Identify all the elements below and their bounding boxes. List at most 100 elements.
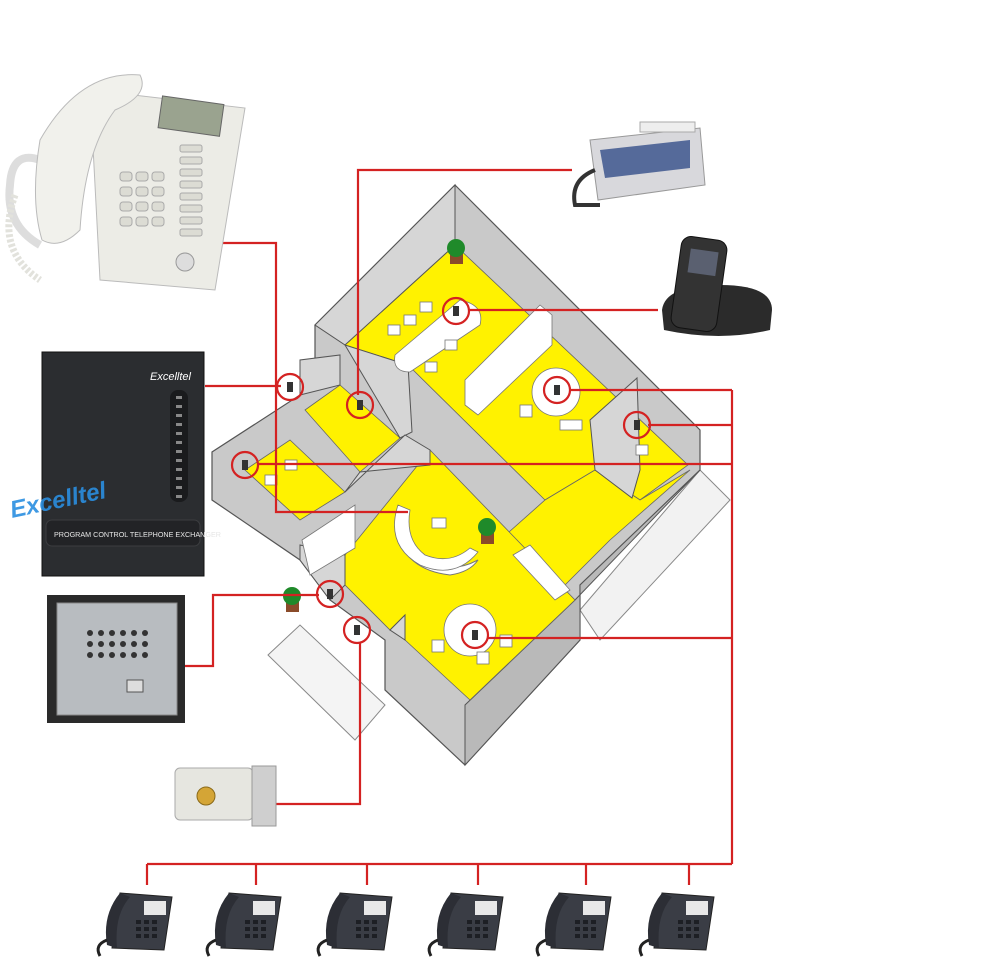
pbx-led bbox=[176, 423, 182, 426]
function-key bbox=[179, 168, 203, 177]
keypad-key bbox=[119, 216, 133, 227]
office-floor-plan bbox=[211, 183, 731, 767]
terrace-tiles bbox=[579, 469, 731, 641]
plant-icon bbox=[478, 518, 496, 544]
plant-icon bbox=[447, 239, 465, 264]
pbx-led bbox=[176, 405, 182, 408]
extension-phone-image bbox=[96, 892, 173, 957]
wire-doorphone bbox=[185, 593, 319, 668]
cordless-phone-image bbox=[662, 236, 772, 336]
device-icon bbox=[354, 625, 360, 635]
extension-phone-image bbox=[316, 892, 393, 957]
device-icon bbox=[634, 420, 640, 430]
device-icon bbox=[472, 630, 478, 640]
connection-point-circle bbox=[230, 450, 260, 480]
extension-phones bbox=[96, 892, 715, 957]
keypad-key bbox=[135, 171, 149, 182]
function-key bbox=[179, 180, 203, 189]
speaker-hole bbox=[87, 630, 93, 636]
pbx-unit-image: Excelltel PROGRAM CONTROL TELEPHONE EXCH… bbox=[8, 351, 221, 577]
device-icon bbox=[357, 400, 363, 410]
cabinet bbox=[301, 504, 356, 576]
device-icon bbox=[554, 385, 560, 395]
function-key bbox=[179, 156, 203, 165]
connection-points bbox=[230, 296, 652, 650]
pbx-led bbox=[176, 414, 182, 417]
keypad-key bbox=[151, 171, 165, 182]
speaker-hole bbox=[109, 641, 115, 647]
device-icon bbox=[287, 382, 293, 392]
device-icon bbox=[242, 460, 248, 470]
keypad-key bbox=[119, 186, 133, 197]
plant-icon bbox=[283, 587, 301, 612]
pbx-panel-label: PROGRAM CONTROL TELEPHONE EXCHANGER bbox=[54, 530, 221, 539]
speaker-hole bbox=[98, 630, 104, 636]
speaker-hole bbox=[131, 630, 137, 636]
connection-point-circle bbox=[345, 390, 375, 420]
handset bbox=[34, 74, 143, 244]
device-icon bbox=[453, 306, 459, 316]
furniture bbox=[264, 299, 649, 665]
keypad-key bbox=[135, 186, 149, 197]
speaker-hole bbox=[98, 641, 104, 647]
speaker-hole bbox=[98, 652, 104, 658]
wire-reception-phone bbox=[213, 241, 408, 514]
keypad-key bbox=[119, 201, 133, 212]
meeting-table bbox=[394, 299, 482, 373]
function-key bbox=[179, 192, 203, 201]
chairs bbox=[264, 301, 649, 665]
keypad-key bbox=[135, 201, 149, 212]
keypad-key bbox=[151, 201, 165, 212]
wiring bbox=[145, 168, 734, 885]
pbx-led bbox=[176, 495, 182, 498]
function-key bbox=[179, 216, 203, 225]
wire-fax bbox=[356, 168, 572, 395]
speaker-hole bbox=[109, 630, 115, 636]
connection-point-circle bbox=[460, 620, 490, 650]
pbx-led bbox=[176, 432, 182, 435]
connection-point-circle bbox=[542, 375, 572, 405]
speaker-hole bbox=[142, 630, 148, 636]
pbx-brand-logo: Excelltel bbox=[150, 371, 192, 383]
keypad-key bbox=[119, 171, 133, 182]
electric-lock-image bbox=[174, 765, 277, 827]
extension-phone-image bbox=[535, 892, 612, 957]
extension-phone-image bbox=[427, 892, 504, 957]
pbx-led bbox=[176, 477, 182, 480]
connection-point-circle bbox=[441, 296, 471, 326]
pbx-led bbox=[176, 459, 182, 462]
speaker-hole bbox=[120, 652, 126, 658]
fax-machine-image bbox=[572, 121, 706, 207]
keypad-key bbox=[151, 186, 165, 197]
speaker-hole bbox=[109, 652, 115, 658]
counter bbox=[512, 544, 571, 601]
keypad-key bbox=[135, 216, 149, 227]
pbx-led bbox=[176, 486, 182, 489]
potted-plants bbox=[283, 239, 496, 612]
wire-lock bbox=[275, 642, 362, 806]
speaker-hole bbox=[142, 652, 148, 658]
speaker-hole bbox=[120, 641, 126, 647]
pbx-led bbox=[176, 441, 182, 444]
call-button bbox=[126, 679, 144, 693]
bookshelf bbox=[464, 304, 553, 416]
speaker-hole bbox=[120, 630, 126, 636]
connection-point-circle bbox=[315, 579, 345, 609]
lcd-display bbox=[157, 95, 225, 137]
extension-phone-image bbox=[205, 892, 282, 957]
keypad-key bbox=[151, 216, 165, 227]
door-phone-image bbox=[47, 595, 185, 723]
reception-phone-image bbox=[5, 74, 246, 291]
function-key bbox=[179, 144, 203, 153]
round-table-bottom bbox=[443, 603, 497, 657]
connection-point-circle bbox=[275, 372, 305, 402]
speaker-hole bbox=[142, 641, 148, 647]
function-key bbox=[179, 204, 203, 213]
extension-phone-image bbox=[638, 892, 715, 957]
speaker-button bbox=[175, 252, 195, 272]
pbx-led bbox=[176, 396, 182, 399]
speaker-hole bbox=[131, 652, 137, 658]
pbx-led bbox=[176, 450, 182, 453]
key-cylinder bbox=[196, 786, 216, 806]
